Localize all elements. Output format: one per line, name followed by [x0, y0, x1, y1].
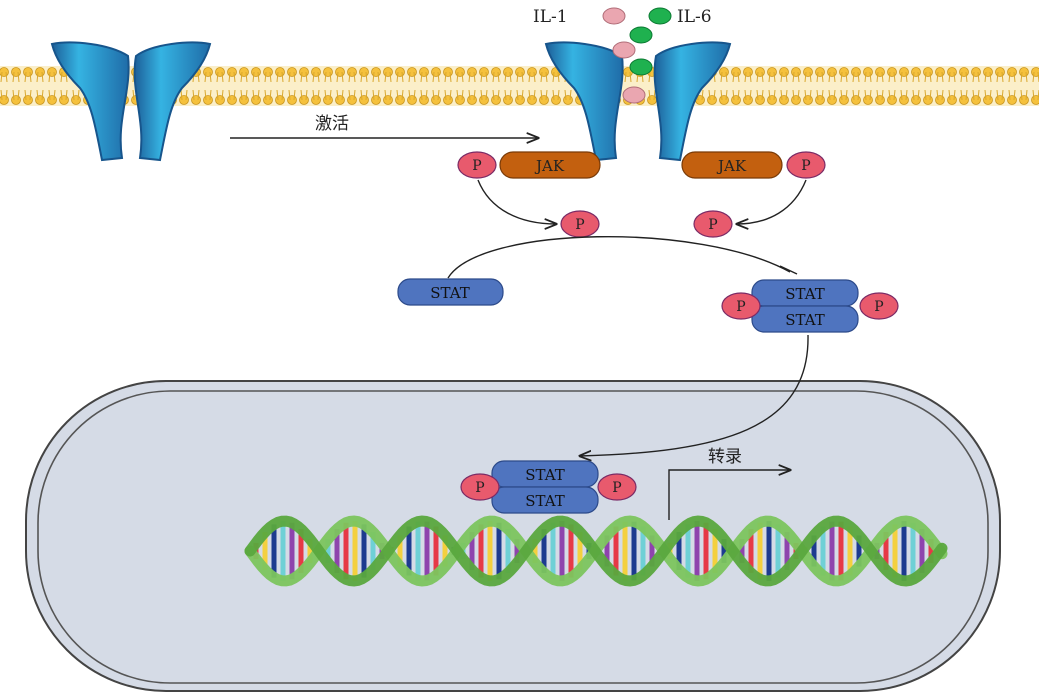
phosphate-released-left: P: [560, 210, 600, 238]
ligands: IL-1 IL-6: [533, 7, 712, 104]
svg-text:P: P: [475, 480, 484, 496]
svg-text:P: P: [736, 299, 745, 315]
nuc-stat-top-label: STAT: [525, 466, 564, 484]
il1-ligand: [602, 7, 626, 25]
dna-double-helix: [244, 515, 948, 587]
svg-text:P: P: [874, 299, 883, 315]
nuclear-translocation-arrow: [580, 334, 809, 456]
phospho-arrow-right: [737, 179, 807, 224]
il6-ligand: [629, 26, 653, 44]
phospho-arrow-left: [477, 179, 556, 224]
stat-dimer-nucleus: STAT STAT P P: [460, 460, 637, 514]
stat-dimer-cytoplasm: STAT STAT P P: [721, 279, 899, 333]
phosphate-jak-left: P: [457, 151, 497, 179]
jak-right-label: JAK: [716, 157, 747, 175]
jak-right: JAK: [681, 151, 783, 179]
il6-ligand: [629, 58, 653, 76]
active-receptor: [544, 41, 732, 162]
svg-text:P: P: [575, 217, 584, 233]
phosphate-jak-right: P: [786, 151, 826, 179]
il6-label: IL-6: [677, 7, 712, 27]
il1-ligand: [622, 86, 646, 104]
il1-label: IL-1: [533, 7, 568, 27]
stat-activation-arc: [447, 236, 791, 279]
transcription-label: 转录: [708, 447, 742, 467]
stat-dimer-top-label: STAT: [785, 285, 824, 303]
transcription-arrow: 转录: [668, 447, 790, 520]
svg-text:P: P: [472, 158, 481, 174]
stat-monomer-label: STAT: [430, 284, 469, 302]
jak-left-label: JAK: [534, 157, 565, 175]
svg-text:P: P: [612, 480, 621, 496]
stat-dimer-bottom-label: STAT: [785, 311, 824, 329]
phosphate-released-right: P: [693, 210, 733, 238]
svg-text:P: P: [708, 217, 717, 233]
inactive-receptor: [50, 41, 212, 162]
il1-ligand: [612, 41, 636, 59]
stat-monomer: STAT: [397, 278, 504, 306]
il6-ligand: [648, 7, 672, 25]
activation-arrow: 激活: [230, 114, 538, 138]
jak-left: JAK: [499, 151, 601, 179]
activation-label: 激活: [315, 114, 349, 134]
svg-text:P: P: [801, 158, 810, 174]
nuc-stat-bottom-label: STAT: [525, 492, 564, 510]
